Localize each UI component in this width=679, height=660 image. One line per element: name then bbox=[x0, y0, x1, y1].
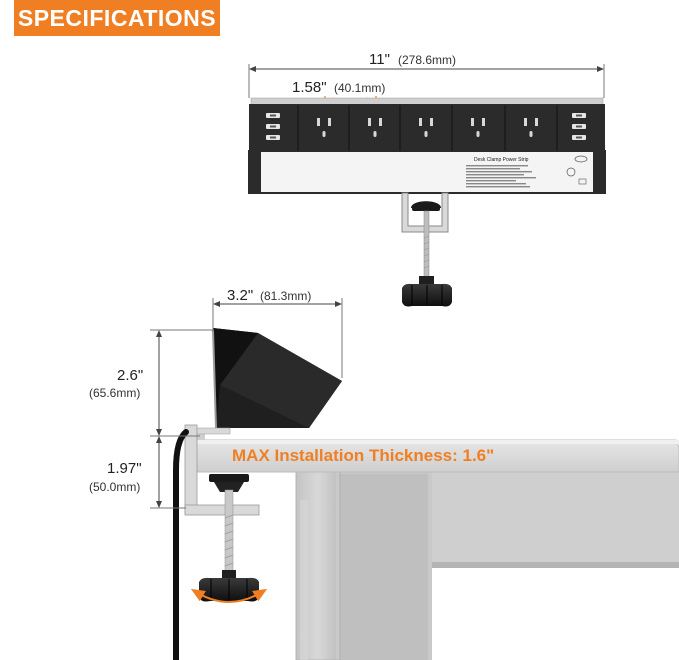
side-clamp-knob-icon bbox=[199, 570, 259, 602]
desk-apron bbox=[432, 472, 679, 568]
usb-ports-right bbox=[572, 113, 586, 140]
depth-mm-label: (81.3mm) bbox=[260, 289, 311, 303]
side-clamp-frame bbox=[184, 424, 198, 514]
side-clamp-arm bbox=[184, 504, 260, 516]
clamp-mm-label: (50.0mm) bbox=[89, 480, 140, 494]
depth-inch-label: 3.2" bbox=[227, 287, 253, 304]
max-thickness-label: MAX Installation Thickness: 1.6" bbox=[232, 446, 494, 465]
top-clamp-knob-icon bbox=[402, 276, 452, 307]
outlet-4 bbox=[471, 118, 485, 137]
outlet-5 bbox=[524, 118, 538, 137]
usb-ports-left bbox=[266, 113, 280, 140]
side-view-illustration: 3.2" (81.3mm) 2.6" (65.6mm) 1.97" (50.0m… bbox=[89, 287, 679, 660]
clamp-inch-label: 1.97" bbox=[107, 460, 142, 477]
side-clamp-screw bbox=[224, 489, 234, 573]
strip-black-panel bbox=[249, 104, 605, 152]
panel-title-text: Desk Clamp Power Strip bbox=[474, 157, 529, 163]
spacing-mm-label: (40.1mm) bbox=[334, 81, 385, 95]
height-inch-label: 2.6" bbox=[117, 367, 143, 384]
top-clamp-bracket bbox=[401, 192, 449, 233]
power-strip-side-body bbox=[196, 328, 342, 435]
power-strip-front-view: 11" (278.6mm) 1.58" (40.1mm) bbox=[248, 51, 606, 307]
outlet-1 bbox=[317, 118, 331, 137]
length-mm-label: (278.6mm) bbox=[398, 53, 456, 67]
outlet-2 bbox=[368, 118, 382, 137]
ac-outlets bbox=[317, 118, 538, 137]
specifications-banner: SPECIFICATIONS bbox=[14, 0, 220, 36]
certification-marks-icon bbox=[566, 155, 588, 185]
spacing-inch-label: 1.58" bbox=[292, 79, 327, 96]
height-mm-label: (65.6mm) bbox=[89, 386, 140, 400]
panel-fine-print bbox=[466, 165, 536, 188]
strip-label-panel bbox=[248, 150, 606, 194]
length-inch-label: 11" bbox=[369, 51, 390, 68]
rotate-arrow-icon bbox=[190, 588, 268, 603]
outlet-3 bbox=[419, 118, 433, 137]
power-cord bbox=[173, 429, 189, 660]
